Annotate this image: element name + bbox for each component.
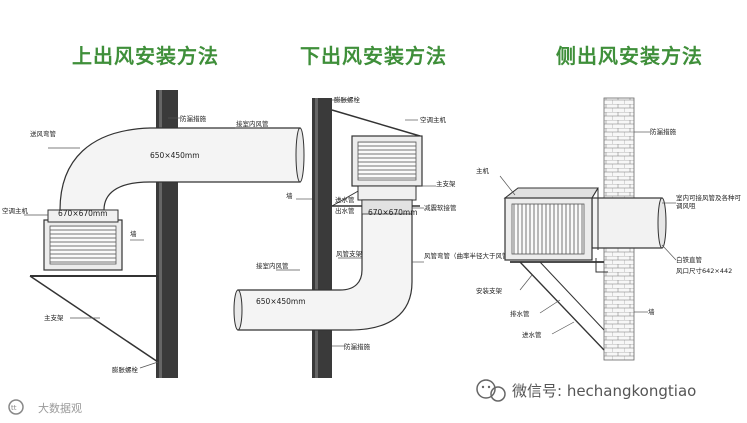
top-duct-elbow (59, 127, 301, 211)
top-label-wall: 墙 (130, 229, 137, 238)
wechat-icon (476, 379, 506, 402)
top-label-bracket: 主支架 (44, 313, 64, 322)
bottom-label-bracket: 主支架 (436, 179, 456, 188)
side-label-bracket: 安装支架 (476, 286, 503, 295)
bottom-label-outlet: 出水管 (335, 206, 355, 215)
side-label-wall: 墙 (648, 307, 655, 316)
top-outlet-diagram: 防漏措施 接室内风管 送风弯管 650×450mm 670×670mm 空调主机… (2, 90, 305, 378)
toutiao-logo-icon: tt (8, 399, 24, 415)
watermark-left: 大数据观 (38, 402, 82, 415)
bottom-dim-small: 670×670mm (368, 208, 418, 217)
bottom-duct-elbow (237, 199, 413, 331)
watermark-right: 微信号: hechangkongtiao (512, 382, 697, 400)
bottom-label-elbow: 风管弯管（曲率半径大于风管直径两倍） (424, 251, 541, 260)
side-label-leak-proof: 防漏措施 (650, 127, 677, 136)
bottom-label-leak-proof: 防漏措施 (344, 342, 371, 351)
top-label-elbow: 送风弯管 (30, 129, 57, 138)
title-bottom-outlet: 下出风安装方法 (300, 44, 447, 68)
side-label-inlet: 进水管 (522, 330, 542, 339)
top-label-indoor-pipe: 接室内风管 (236, 119, 269, 128)
bottom-brace (331, 109, 421, 137)
title-side-outlet: 侧出风安装方法 (556, 44, 703, 68)
bottom-label-indoor-pipe: 接室内风管 (256, 261, 289, 270)
bottom-label-bolt: 膨胀螺栓 (334, 95, 361, 104)
bottom-label-main-unit: 空调主机 (420, 115, 447, 124)
side-label-main-unit: 主机 (476, 166, 490, 175)
bottom-dim-large: 650×450mm (256, 297, 306, 306)
side-label-duct-size: 风口尺寸642×442 (676, 266, 732, 275)
top-label-leak-proof: 防漏措施 (180, 114, 207, 123)
side-label-indoor: 室内可接风管及各种可调风咀 (676, 194, 741, 210)
bottom-label-wall: 墙 (286, 191, 293, 200)
side-label-duct: 白铁直管 (676, 255, 703, 264)
top-label-main-unit: 空调主机 (2, 206, 29, 215)
side-label-drain: 排水管 (510, 309, 530, 318)
title-top-outlet: 上出风安装方法 (72, 44, 219, 68)
side-outlet-diagram: 防漏措施 主机 室内可接风管及各种可调风咀 白铁直管 风口尺寸642×442 安… (476, 97, 741, 361)
top-label-bolt: 膨胀螺栓 (112, 365, 139, 374)
bottom-label-inlet: 进水管 (335, 195, 355, 204)
top-brace (29, 275, 159, 363)
top-dim-large: 650×450mm (150, 151, 200, 160)
top-dim-small: 670×670mm (58, 209, 108, 218)
side-duct (591, 197, 663, 249)
svg-text:tt: tt (11, 404, 17, 412)
bottom-label-hose: 减震软接管 (424, 203, 457, 212)
bottom-label-pipe-bracket: 风管支架 (336, 249, 363, 258)
bottom-outlet-diagram: 膨胀螺栓 空调主机 主支架 墙 进水管 出水管 670×670mm 减震软接管 … (233, 95, 541, 378)
